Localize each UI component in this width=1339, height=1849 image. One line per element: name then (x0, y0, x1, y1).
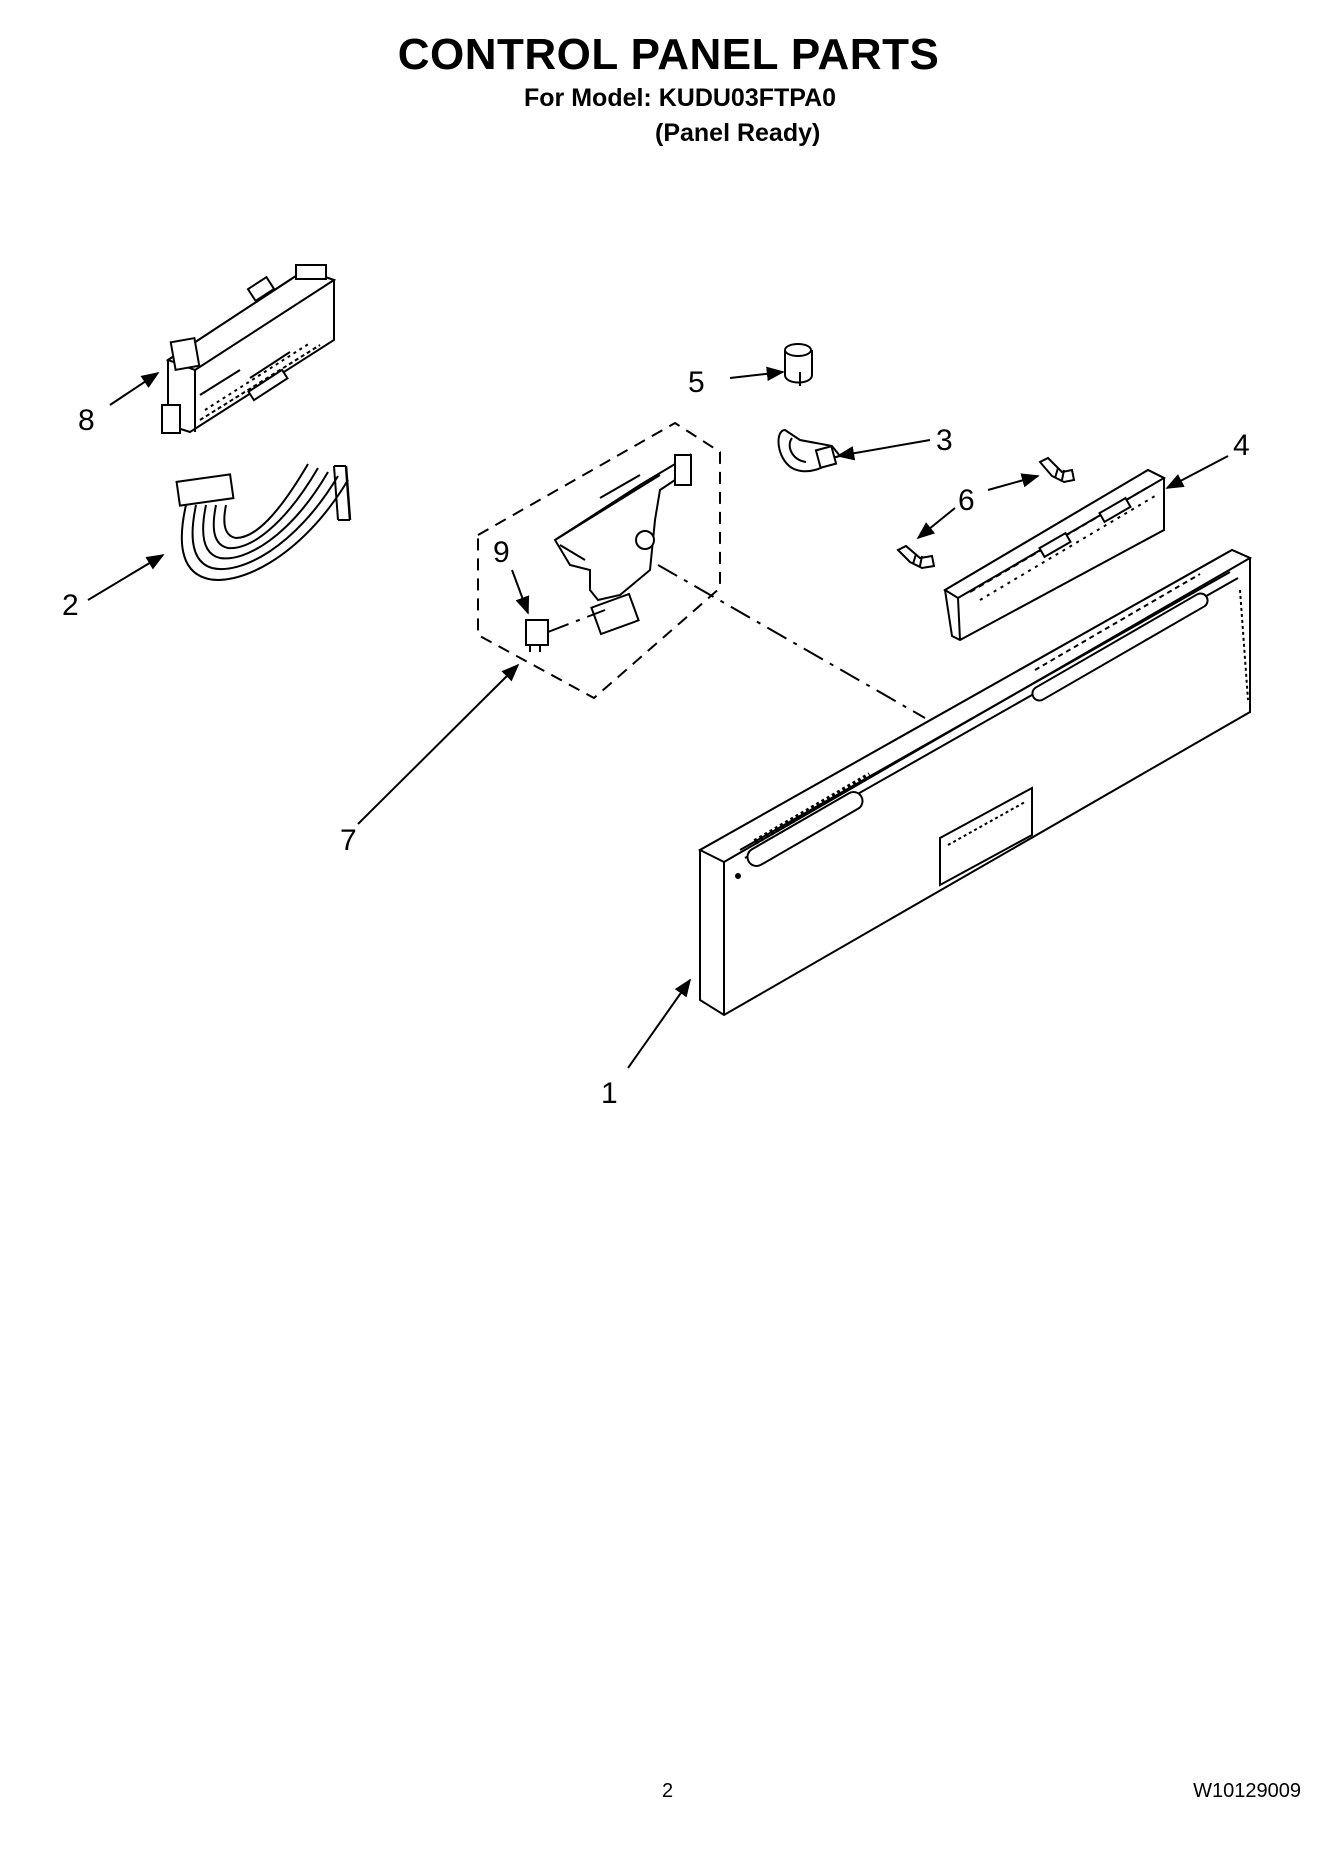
callout-1: 1 (601, 1077, 618, 1110)
document-number: W10129009 (1193, 1780, 1301, 1802)
leader-arrow-4 (1165, 455, 1229, 489)
model-variant-line: (Panel Ready) (655, 119, 821, 147)
part-1-control-panel (697, 548, 1253, 1017)
leader-arrow-6b (916, 507, 956, 540)
leader-arrow-6a (987, 473, 1040, 491)
callout-9: 9 (493, 536, 510, 569)
callout-7: 7 (340, 824, 357, 857)
part-9-switch (525, 619, 549, 652)
callout-6: 6 (958, 484, 975, 517)
model-number-line: For Model: KUDU03FTPA0 (524, 84, 837, 112)
leader-arrow-7 (357, 663, 520, 825)
part-8-control-board (161, 264, 337, 434)
part-4-interface-board (943, 468, 1167, 642)
part-6-screws (896, 456, 1076, 570)
alignment-lines (547, 564, 926, 719)
leader-arrow-1 (627, 978, 692, 1069)
part-5-button (784, 343, 813, 386)
leader-arrow-8 (109, 372, 160, 406)
callout-8: 8 (78, 404, 95, 437)
callout-3: 3 (936, 424, 953, 457)
leader-arrow-3 (836, 439, 931, 461)
part-3-clip (777, 428, 842, 473)
leader-arrow-2 (87, 554, 165, 601)
leader-arrow-9 (511, 569, 530, 615)
part-7-latch-assembly (477, 421, 721, 700)
page-number: 2 (662, 1780, 674, 1802)
leader-arrow-5 (729, 366, 785, 381)
callout-4: 4 (1233, 429, 1250, 462)
leader-arrows (87, 366, 1229, 1069)
callout-2: 2 (62, 589, 79, 622)
callout-5: 5 (688, 366, 705, 399)
page-title: CONTROL PANEL PARTS (397, 30, 940, 79)
part-2-wire-harness (175, 463, 352, 581)
